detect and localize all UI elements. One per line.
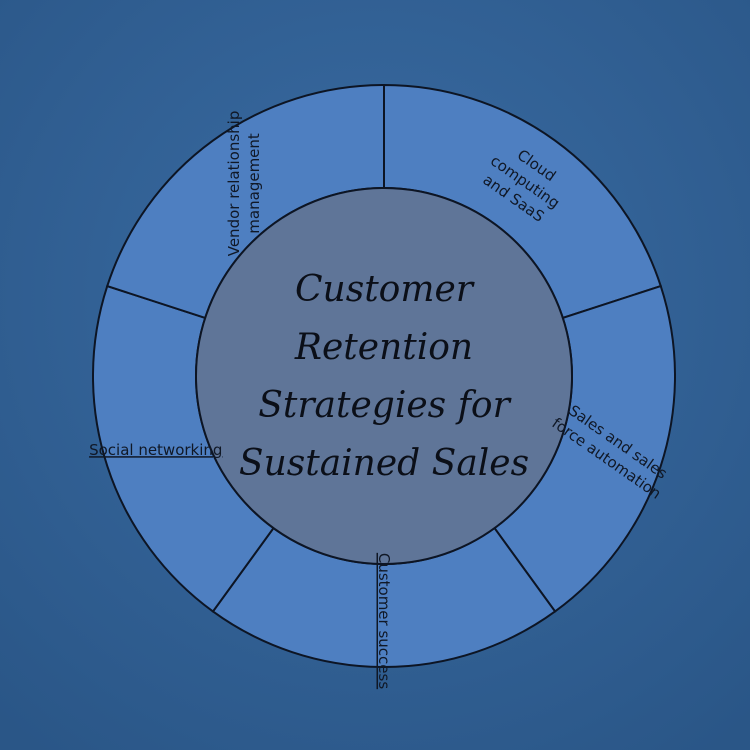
center-circle	[195, 187, 573, 565]
segment-label-social: Social networking	[89, 441, 222, 459]
title-line-2: Retention	[294, 327, 473, 368]
segment-label-line: Customer success	[375, 553, 393, 689]
segment-label-success: Customer success	[375, 553, 393, 689]
title-line-1: Customer	[295, 269, 475, 310]
segment-label-line: Vendor relationship	[225, 111, 243, 257]
title-line-4: Sustained Sales	[239, 443, 529, 484]
center-title: Customer Retention Strategies for Sustai…	[239, 269, 529, 484]
segment-label-line: management	[245, 133, 263, 234]
title-line-3: Strategies for	[258, 385, 511, 426]
segment-label-line: Social networking	[89, 441, 222, 459]
